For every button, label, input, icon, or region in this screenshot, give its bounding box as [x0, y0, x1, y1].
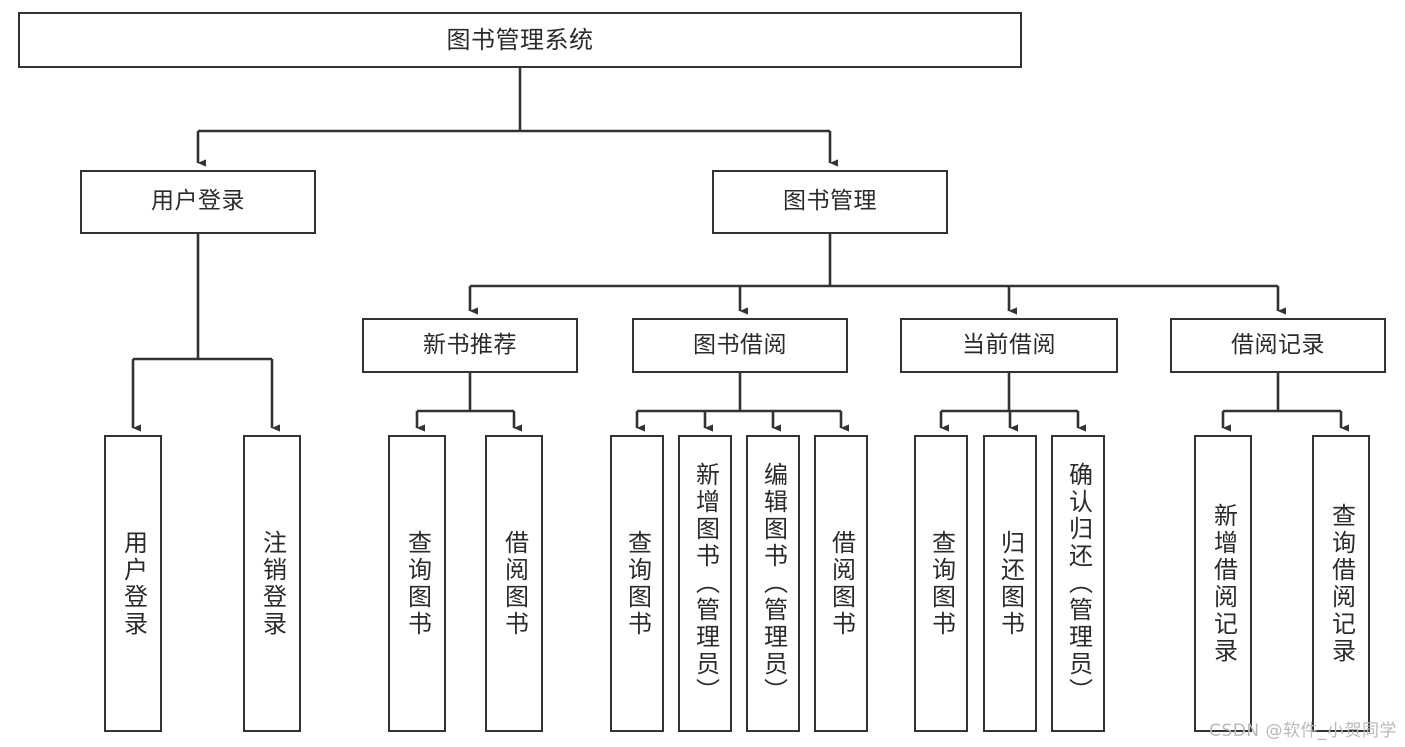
node-label: 新增借阅记录 — [1209, 502, 1238, 665]
node-bookmgmt[interactable]: 图书管理 — [712, 170, 948, 234]
node-label: 图书借阅 — [693, 331, 787, 358]
node-leaf-cur-3[interactable]: 确认归还（管理员） — [1051, 435, 1105, 732]
node-current[interactable]: 当前借阅 — [900, 318, 1118, 373]
node-label: 借阅图书 — [827, 529, 856, 638]
node-label: 借阅图书 — [500, 529, 529, 638]
node-label: 新书推荐 — [423, 331, 517, 358]
node-leaf-bor-3[interactable]: 编辑图书（管理员） — [746, 435, 800, 732]
node-label: 注销登录 — [258, 529, 287, 638]
node-label: 查询图书 — [403, 529, 432, 638]
node-borrow[interactable]: 图书借阅 — [632, 318, 848, 373]
node-leaf-new-1[interactable]: 查询图书 — [388, 435, 446, 732]
node-label: 编辑图书（管理员） — [759, 462, 788, 705]
node-leaf-bor-4[interactable]: 借阅图书 — [814, 435, 868, 732]
node-leaf-login-2[interactable]: 注销登录 — [243, 435, 301, 732]
node-leaf-rec-2[interactable]: 查询借阅记录 — [1312, 435, 1370, 732]
node-label: 确认归还（管理员） — [1064, 462, 1093, 705]
node-leaf-login-1[interactable]: 用户登录 — [104, 435, 162, 732]
node-leaf-cur-2[interactable]: 归还图书 — [983, 435, 1037, 732]
node-label: 用户登录 — [151, 188, 245, 215]
node-label: 查询图书 — [623, 529, 652, 638]
node-label: 图书管理 — [783, 188, 877, 215]
node-label: 借阅记录 — [1231, 331, 1325, 358]
node-leaf-new-2[interactable]: 借阅图书 — [485, 435, 543, 732]
node-label: 用户登录 — [119, 529, 148, 638]
node-leaf-bor-2[interactable]: 新增图书（管理员） — [678, 435, 732, 732]
node-leaf-rec-1[interactable]: 新增借阅记录 — [1194, 435, 1252, 732]
node-label: 当前借阅 — [962, 331, 1056, 358]
node-label: 归还图书 — [996, 529, 1025, 638]
node-leaf-bor-1[interactable]: 查询图书 — [610, 435, 664, 732]
node-records[interactable]: 借阅记录 — [1170, 318, 1386, 373]
node-newbook[interactable]: 新书推荐 — [362, 318, 578, 373]
node-label: 查询借阅记录 — [1327, 502, 1356, 665]
node-label: 新增图书（管理员） — [691, 462, 720, 705]
node-root[interactable]: 图书管理系统 — [18, 12, 1022, 68]
node-login[interactable]: 用户登录 — [80, 170, 316, 234]
node-label: 图书管理系统 — [446, 25, 594, 54]
node-leaf-cur-1[interactable]: 查询图书 — [914, 435, 968, 732]
node-label: 查询图书 — [927, 529, 956, 638]
